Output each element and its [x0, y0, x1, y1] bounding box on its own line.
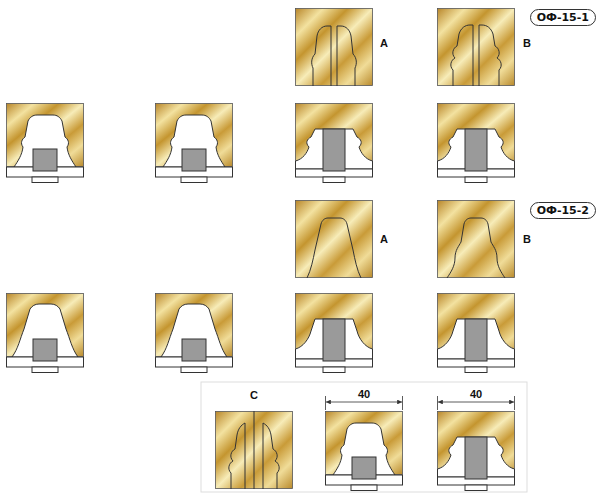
cutter-profile: [296, 294, 373, 373]
variant-letter: B: [521, 37, 533, 49]
panel-frame: [201, 382, 527, 492]
series-code: ОФ-15-2: [537, 204, 589, 217]
cutter-profile: [216, 411, 293, 489]
cutter-profile: [7, 294, 84, 373]
cutter-profile: [326, 412, 403, 491]
variant-letter: A: [378, 37, 390, 49]
variant-letter: C: [248, 389, 260, 401]
dimension-value: 40: [468, 388, 484, 400]
cutter-profile: [296, 104, 373, 183]
dimension-value: 40: [356, 388, 372, 400]
cutter-profile: [438, 104, 515, 183]
variant-letter: A: [378, 233, 390, 245]
cutter-profile: [296, 201, 373, 279]
series-code: ОФ-15-1: [537, 11, 589, 24]
cutter-profile: [438, 9, 515, 87]
cutter-profile: [438, 294, 515, 373]
dimension-line: [438, 402, 514, 403]
dimension-line: [326, 402, 402, 403]
variant-letter: B: [521, 233, 533, 245]
cutter-profile: [7, 104, 84, 183]
cutter-profile: [438, 201, 515, 279]
series-badge: ОФ-15-1: [530, 9, 596, 26]
cutter-profile: [156, 294, 233, 373]
cutter-profile: [438, 412, 515, 491]
series-badge: ОФ-15-2: [530, 202, 596, 219]
cutter-profile: [156, 104, 233, 183]
cutter-profile: [296, 9, 373, 87]
